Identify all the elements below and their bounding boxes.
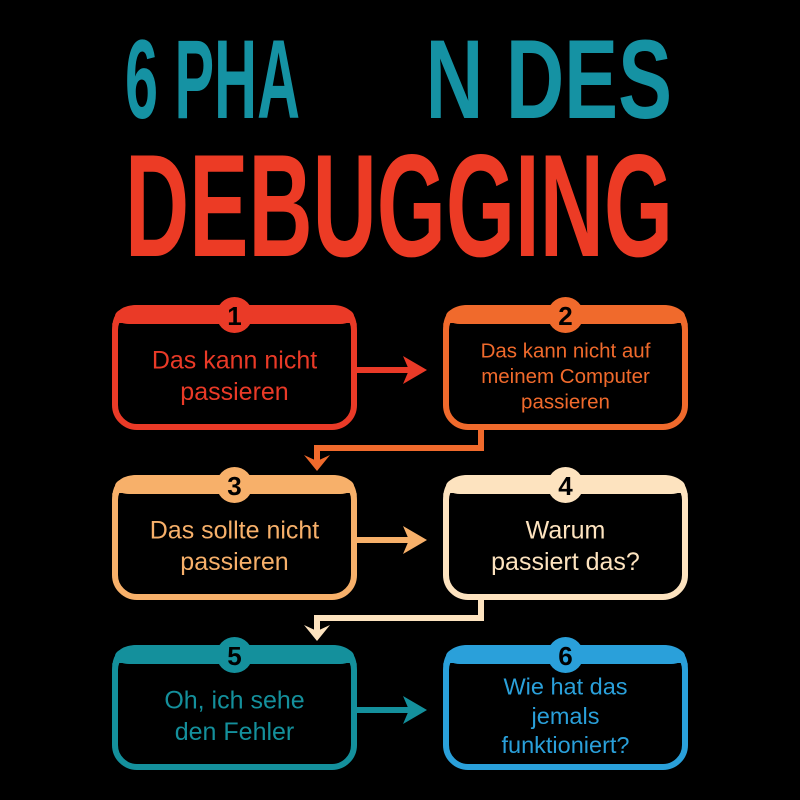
phase-text-line: Das kann nicht [152, 347, 317, 375]
number-badge [216, 297, 253, 333]
phase-text-line: funktioniert? [501, 732, 629, 758]
title: 6 PHA N DES DEBUGGING [125, 17, 673, 287]
phase-text-line: passieren [180, 378, 288, 406]
number-badge [547, 297, 584, 333]
phase-number: 2 [558, 301, 572, 331]
arrow-elbow [304, 427, 484, 471]
phase-number: 6 [558, 641, 572, 671]
phase-text-line: Warum [526, 517, 606, 545]
title-line1-right: N DES [425, 17, 672, 142]
phase-text-line: Das sollte nicht [150, 517, 320, 545]
number-badge [547, 637, 584, 673]
phase-text-line: Wie hat das [503, 673, 627, 699]
arrow-right [357, 356, 427, 384]
phase-number: 3 [227, 471, 241, 501]
phase-number: 4 [558, 471, 573, 501]
phase-text-line: Das kann nicht auf [481, 339, 651, 362]
phase-text-line: passiert das? [491, 548, 640, 576]
title-mask [395, 30, 431, 125]
phase-text-line: Oh, ich sehe [164, 687, 304, 715]
phase-text-line: passieren [180, 548, 288, 576]
arrow-right [357, 526, 427, 554]
title-line2: DEBUGGING [125, 124, 673, 287]
phase-number: 1 [227, 301, 241, 331]
phase-text-line: jemals [531, 703, 600, 729]
title-line1-left: 6 PHA [125, 17, 300, 142]
number-badge [216, 467, 253, 503]
phase-text-line: passieren [521, 391, 610, 414]
phase-box-5: 5Oh, ich sehe den Fehler [112, 637, 357, 770]
phase-number: 5 [227, 641, 241, 671]
arrow-elbow [304, 597, 484, 641]
arrow-right [357, 696, 427, 724]
phase-text-line: meinem Computer [481, 365, 650, 388]
number-badge [547, 467, 584, 503]
connectors [304, 356, 484, 724]
number-badge [216, 637, 253, 673]
phase-text-line: den Fehler [175, 718, 295, 746]
